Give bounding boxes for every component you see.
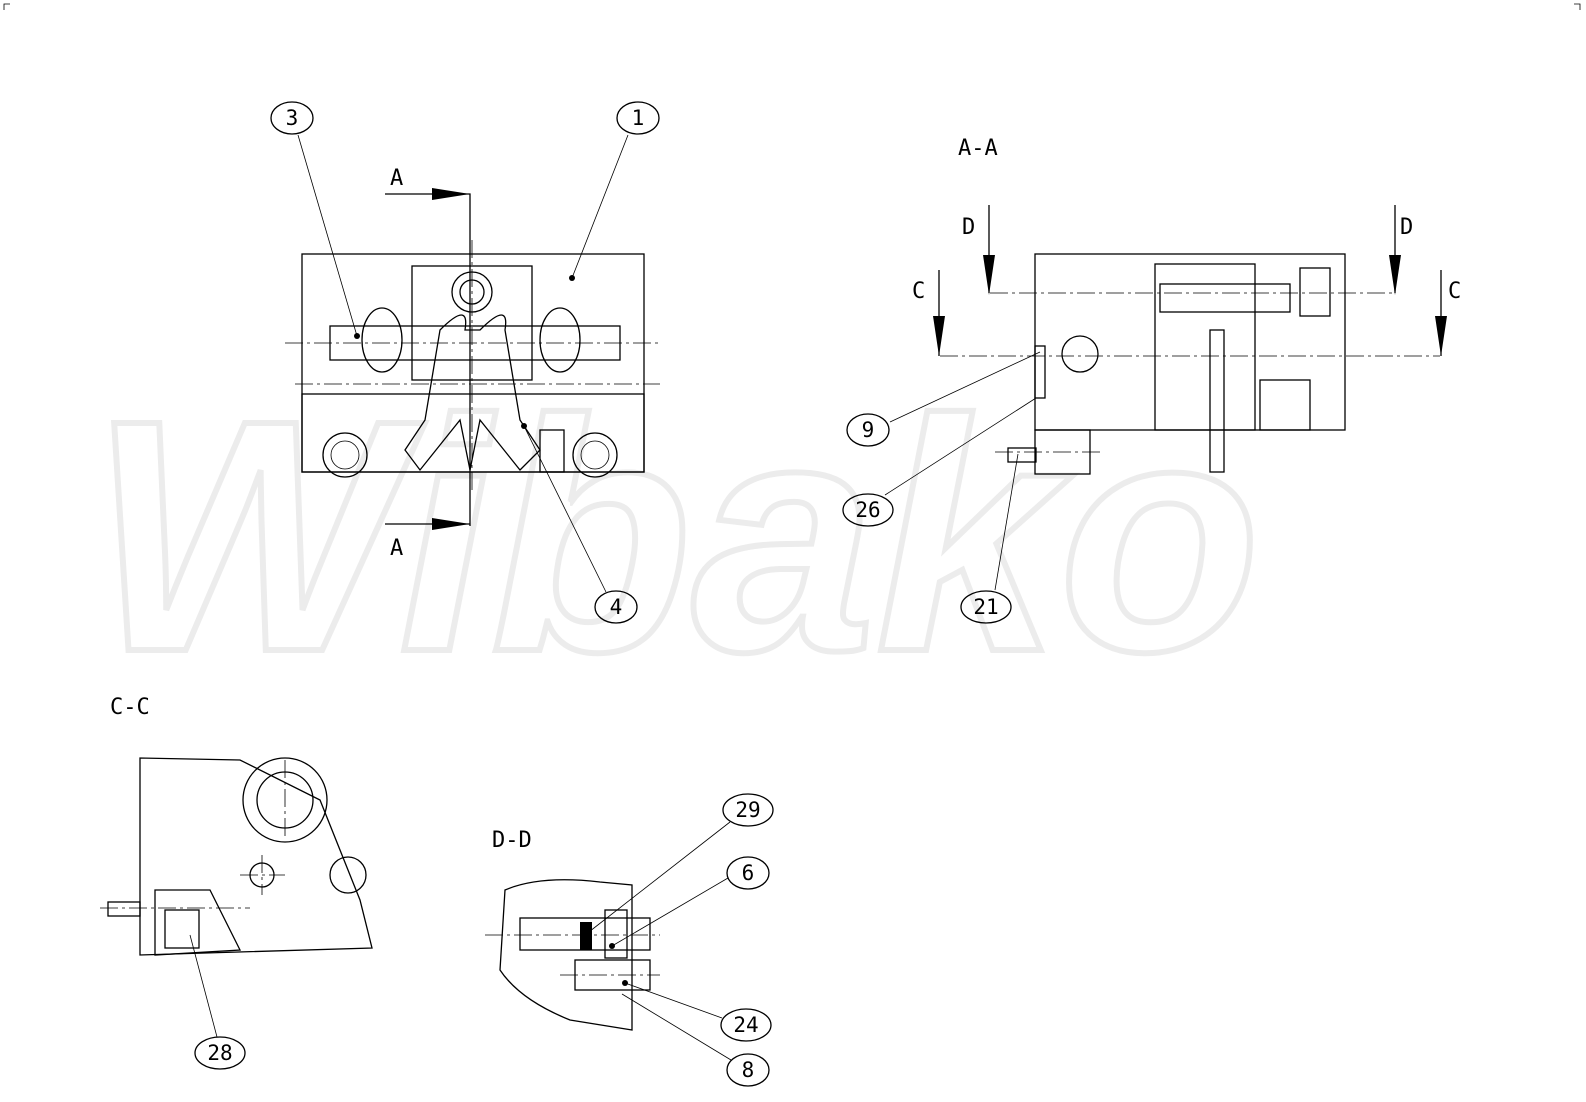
balloon-label: 3 [286, 106, 299, 130]
section-aa-title: A-A [958, 136, 998, 161]
balloon-label: 21 [973, 595, 998, 619]
section-cc-view [100, 757, 373, 956]
balloon-label: 24 [733, 1013, 758, 1037]
cut-label-d-right: D [1400, 215, 1413, 240]
balloon-label: 28 [207, 1041, 232, 1065]
balloon-label: 9 [862, 418, 875, 442]
leaders [189, 134, 1041, 1061]
balloon-4: 4 [594, 590, 638, 624]
balloon-29: 29 [722, 793, 774, 827]
balloon-3: 3 [270, 101, 314, 135]
cut-label-d-left: D [962, 215, 975, 240]
watermark: Wibako [90, 351, 1260, 720]
section-aa-view [933, 205, 1447, 475]
cut-label-a-bottom: A [390, 536, 403, 561]
balloon-21: 21 [960, 590, 1012, 624]
balloon-label: 8 [742, 1058, 755, 1082]
balloon-label: 26 [855, 498, 880, 522]
cut-label-c-right: C [1448, 279, 1461, 304]
section-dd-view [485, 879, 660, 1031]
balloon-24: 24 [720, 1008, 772, 1042]
balloon-6: 6 [726, 856, 770, 890]
section-cc-title: C-C [110, 695, 150, 720]
balloon-label: 6 [742, 861, 755, 885]
balloon-8: 8 [726, 1053, 770, 1087]
section-dd-title: D-D [492, 828, 532, 853]
balloon-label: 4 [610, 595, 623, 619]
main-view [285, 188, 660, 530]
balloon-26: 26 [842, 493, 894, 527]
cut-label-c-left: C [912, 279, 925, 304]
corner-marks [3, 3, 1581, 10]
balloon-label: 1 [632, 106, 645, 130]
cut-label-a-top: A [390, 166, 403, 191]
balloon-1: 1 [616, 101, 660, 135]
balloon-28: 28 [194, 1036, 246, 1070]
balloon-label: 29 [735, 798, 760, 822]
balloon-9: 9 [846, 413, 890, 447]
